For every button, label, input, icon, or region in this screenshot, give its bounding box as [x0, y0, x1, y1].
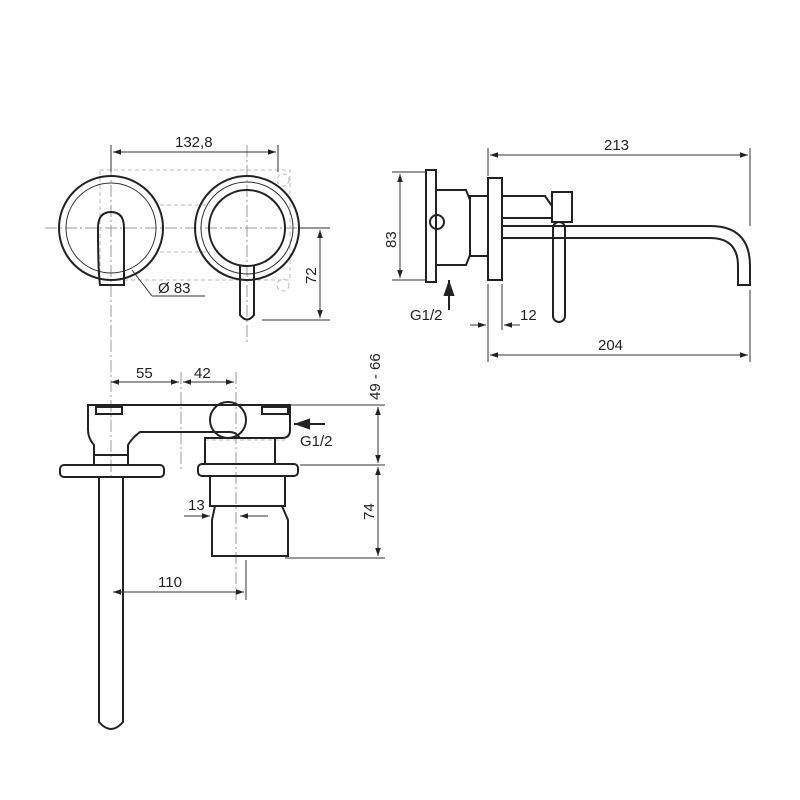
side-inlet-label: G1/2	[410, 307, 443, 324]
side-view: 213 83 G1/2 12 204	[383, 137, 751, 362]
front-view: 132,8 Ø 83 72	[45, 134, 330, 350]
spout-front	[96, 210, 125, 286]
right-wall-plate	[194, 175, 300, 281]
dim-plate-diameter: Ø 83	[158, 280, 191, 297]
dim-side-spout-reach: 204	[598, 337, 623, 354]
dim-top-body-depth: 74	[361, 503, 378, 520]
lever-handle-side	[552, 221, 566, 323]
dim-top-depth-range: 49 - 66	[367, 353, 384, 400]
spout-top	[98, 477, 124, 730]
top-inlet-label: G1/2	[300, 433, 333, 450]
dim-side-offset: 12	[520, 307, 537, 324]
dim-side-total: 213	[604, 137, 629, 154]
top-view: 55 42 49 - 66 G1/2 74 13 110	[59, 340, 385, 730]
top-wall-plate-left	[59, 464, 165, 478]
lever-top	[211, 505, 289, 557]
left-wall-plate	[58, 175, 164, 281]
inlet-socket	[429, 214, 445, 230]
dim-side-plate-height: 83	[383, 231, 400, 248]
top-wall-plate-right	[197, 463, 299, 477]
side-wall-plate	[487, 177, 503, 281]
dim-top-cartridge: 13	[188, 497, 205, 514]
dim-top-left-spacing: 55	[136, 365, 153, 382]
dim-lever-height: 72	[303, 267, 320, 284]
dim-top-right-spacing: 42	[194, 365, 211, 382]
dim-top-spout-offset: 110	[158, 574, 182, 591]
lever-handle-front	[239, 266, 255, 321]
dim-front-width: 132,8	[175, 134, 213, 151]
concealed-body-top	[87, 404, 291, 456]
spout-side	[502, 225, 751, 286]
